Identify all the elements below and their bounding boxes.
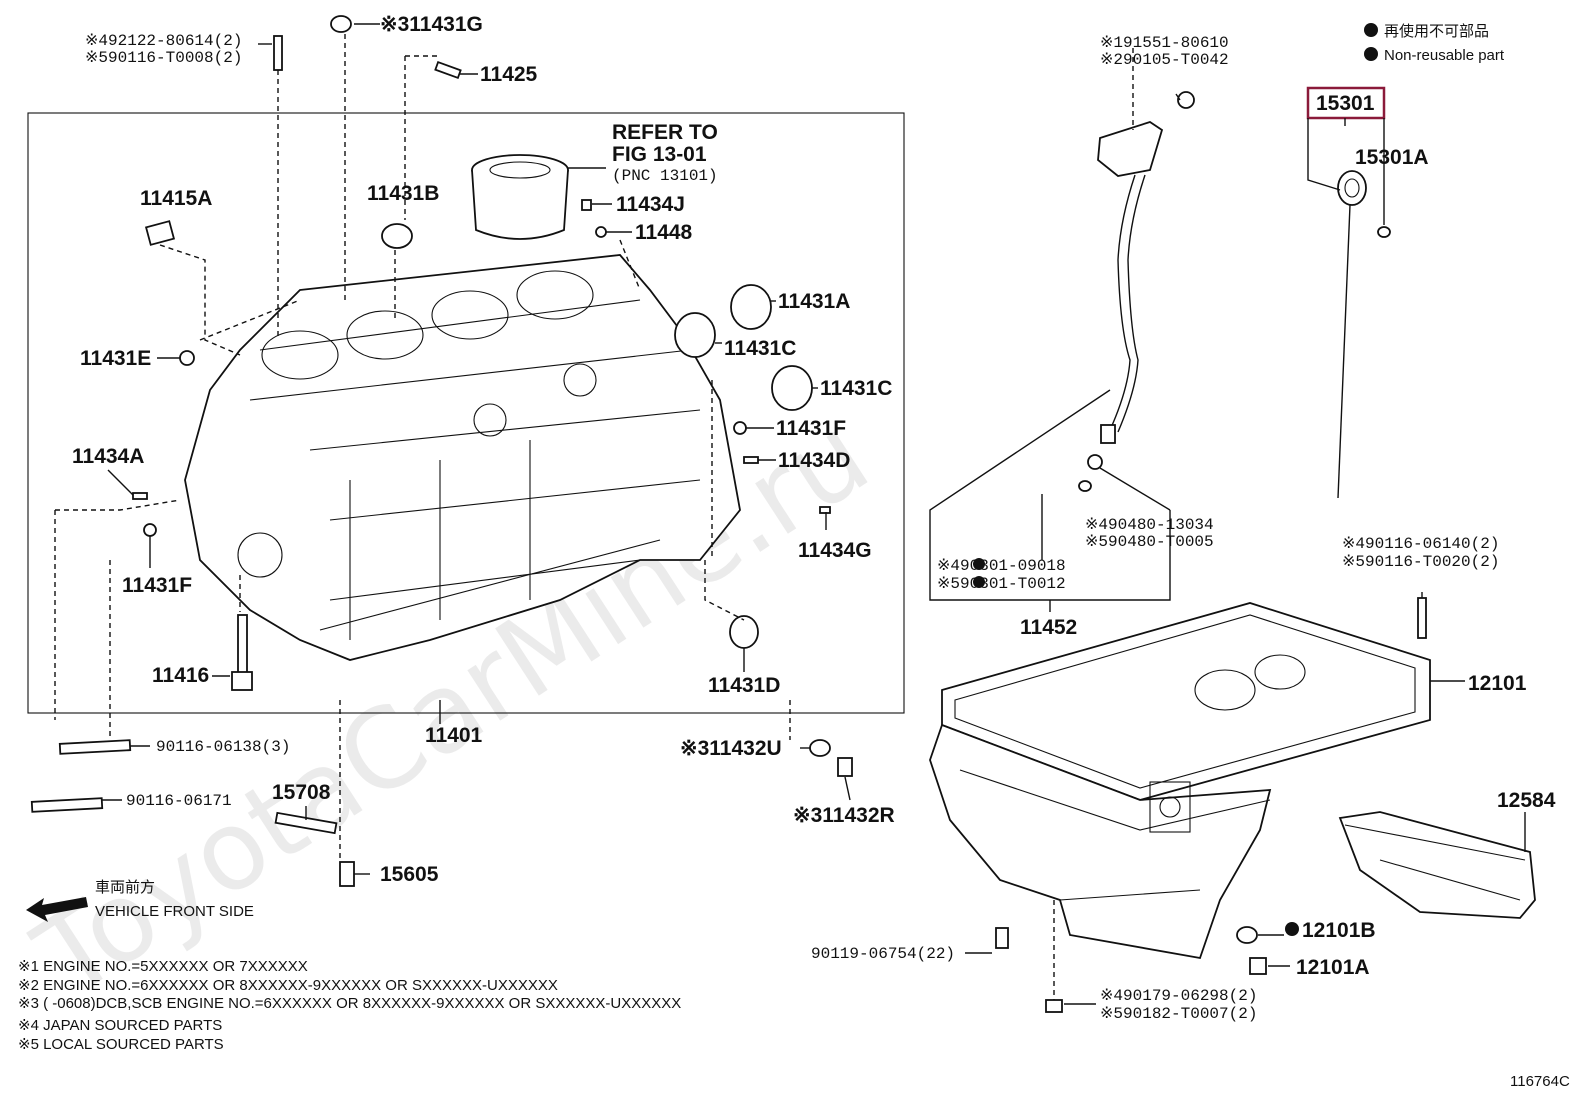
leaders-pan: [965, 592, 1465, 1005]
ref-oring-2: ※590480-T0005: [1085, 533, 1214, 551]
label-11415a: 11415A: [140, 187, 212, 210]
gasket-part: [1078, 480, 1092, 492]
label-11432r: ※311432R: [793, 804, 895, 827]
label-11431b: 11431B: [367, 182, 439, 205]
label-12584: 12584: [1497, 789, 1556, 812]
ref-pan-stud-1: ※490116-06140(2): [1342, 535, 1499, 553]
label-11431f-left: 11431F: [122, 574, 192, 597]
front-jp: 車両前方: [95, 879, 155, 896]
front-en: VEHICLE FRONT SIDE: [95, 903, 254, 920]
label-15301a: 15301A: [1355, 146, 1429, 169]
ref-bolt-06754: 90119-06754(22): [811, 945, 955, 963]
ref-gauge-bolt-2: ※290105-T0042: [1100, 51, 1229, 69]
ref-gasket-2: ※590301-T0012: [937, 575, 1066, 593]
label-11448: 11448: [635, 221, 693, 244]
refer-line-2: FIG 13-01: [612, 143, 707, 166]
legend: 再使用不可部品 Non-reusable part: [1364, 23, 1505, 64]
label-11452: 11452: [1020, 616, 1077, 639]
cylinder-block-11401[interactable]: [184, 254, 741, 661]
legend-en: Non-reusable part: [1384, 47, 1505, 64]
oring-part: [1087, 454, 1103, 470]
vehicle-front-arrow: 車両前方 VEHICLE FRONT SIDE: [26, 879, 254, 922]
part-highlight-box: [1306, 86, 1386, 120]
label-15708: 15708: [272, 781, 331, 804]
label-11431d: 11431D: [708, 674, 780, 697]
refer-line-3: (PNC 13101): [612, 167, 718, 185]
ref-gasket-1: ※490301-09018: [937, 557, 1066, 575]
piston-ref: [471, 154, 569, 240]
label-11431c-1: 11431C: [724, 337, 796, 360]
note-5: ※5 LOCAL SOURCED PARTS: [18, 1036, 224, 1053]
note-4: ※4 JAPAN SOURCED PARTS: [18, 1017, 222, 1034]
label-11416: 11416: [152, 664, 209, 687]
oil-pan-12101[interactable]: [929, 597, 1431, 1013]
baffle-plate-12584[interactable]: 12584: [1338, 789, 1556, 919]
ref-oring-1: ※490480-13034: [1085, 516, 1214, 534]
label-12101: 12101: [1468, 672, 1527, 695]
label-11431a: 11431A: [778, 290, 850, 313]
dipstick-guide-11452[interactable]: [1097, 91, 1195, 444]
refer-line-1: REFER TO: [612, 121, 718, 144]
leaders-block: [54, 23, 851, 875]
ref-gauge-bolt-1: ※191551-80610: [1100, 34, 1229, 52]
label-15301: 15301: [1316, 92, 1375, 115]
figure-id: 116764C: [1510, 1073, 1570, 1090]
ref-stud-06171: 90116-06171: [126, 792, 232, 810]
label-11431g: ※311431G: [380, 13, 483, 36]
block-labels: ※311431G 11425 11415A 11431B 11434J 1144…: [72, 13, 895, 886]
ref-pan-stud-2: ※590116-T0020(2): [1342, 553, 1499, 571]
label-11401: 11401: [425, 724, 483, 747]
label-11431e: 11431E: [80, 347, 151, 370]
label-11431c-2: 11431C: [820, 377, 892, 400]
label-11434a: 11434A: [72, 445, 144, 468]
ref-stud-06138: 90116-06138(3): [156, 738, 290, 756]
label-11434j: 11434J: [616, 193, 685, 216]
gauge-labels: ※191551-80610 ※290105-T0042 ※490480-1303…: [937, 34, 1229, 639]
label-11432u: ※311432U: [680, 737, 782, 760]
label-11431f-right: 11431F: [776, 417, 846, 440]
ref-stud-top-1: ※492122-80614(2): [85, 32, 242, 50]
legend-jp: 再使用不可部品: [1384, 23, 1489, 40]
footnotes: ※1 ENGINE NO.=5XXXXXX OR 7XXXXXX ※2 ENGI…: [18, 958, 681, 1053]
label-11425: 11425: [480, 63, 538, 86]
block-frame: [27, 112, 905, 714]
label-12101a: 12101A: [1296, 956, 1370, 979]
label-15605: 15605: [380, 863, 439, 886]
label-11434d: 11434D: [778, 449, 850, 472]
leaders-gauge: [929, 48, 1181, 612]
note-1: ※1 ENGINE NO.=5XXXXXX OR 7XXXXXX: [18, 958, 308, 975]
ref-stud-top-2: ※590116-T0008(2): [85, 49, 242, 67]
pan-labels: ※490116-06140(2) ※590116-T0020(2) 12101 …: [811, 535, 1527, 1023]
ref-nut-2: ※590182-T0007(2): [1100, 1005, 1257, 1023]
small-parts: [30, 15, 853, 887]
label-12101b: 12101B: [1302, 919, 1376, 942]
dipstick-15301[interactable]: 15301 15301A: [1306, 86, 1429, 499]
label-11434g: 11434G: [798, 539, 872, 562]
note-2: ※2 ENGINE NO.=6XXXXXX OR 8XXXXXX-9XXXXXX…: [18, 977, 558, 994]
note-3: ※3 ( -0608)DCB,SCB ENGINE NO.=6XXXXXX OR…: [18, 995, 681, 1012]
ref-nut-1: ※490179-06298(2): [1100, 987, 1257, 1005]
